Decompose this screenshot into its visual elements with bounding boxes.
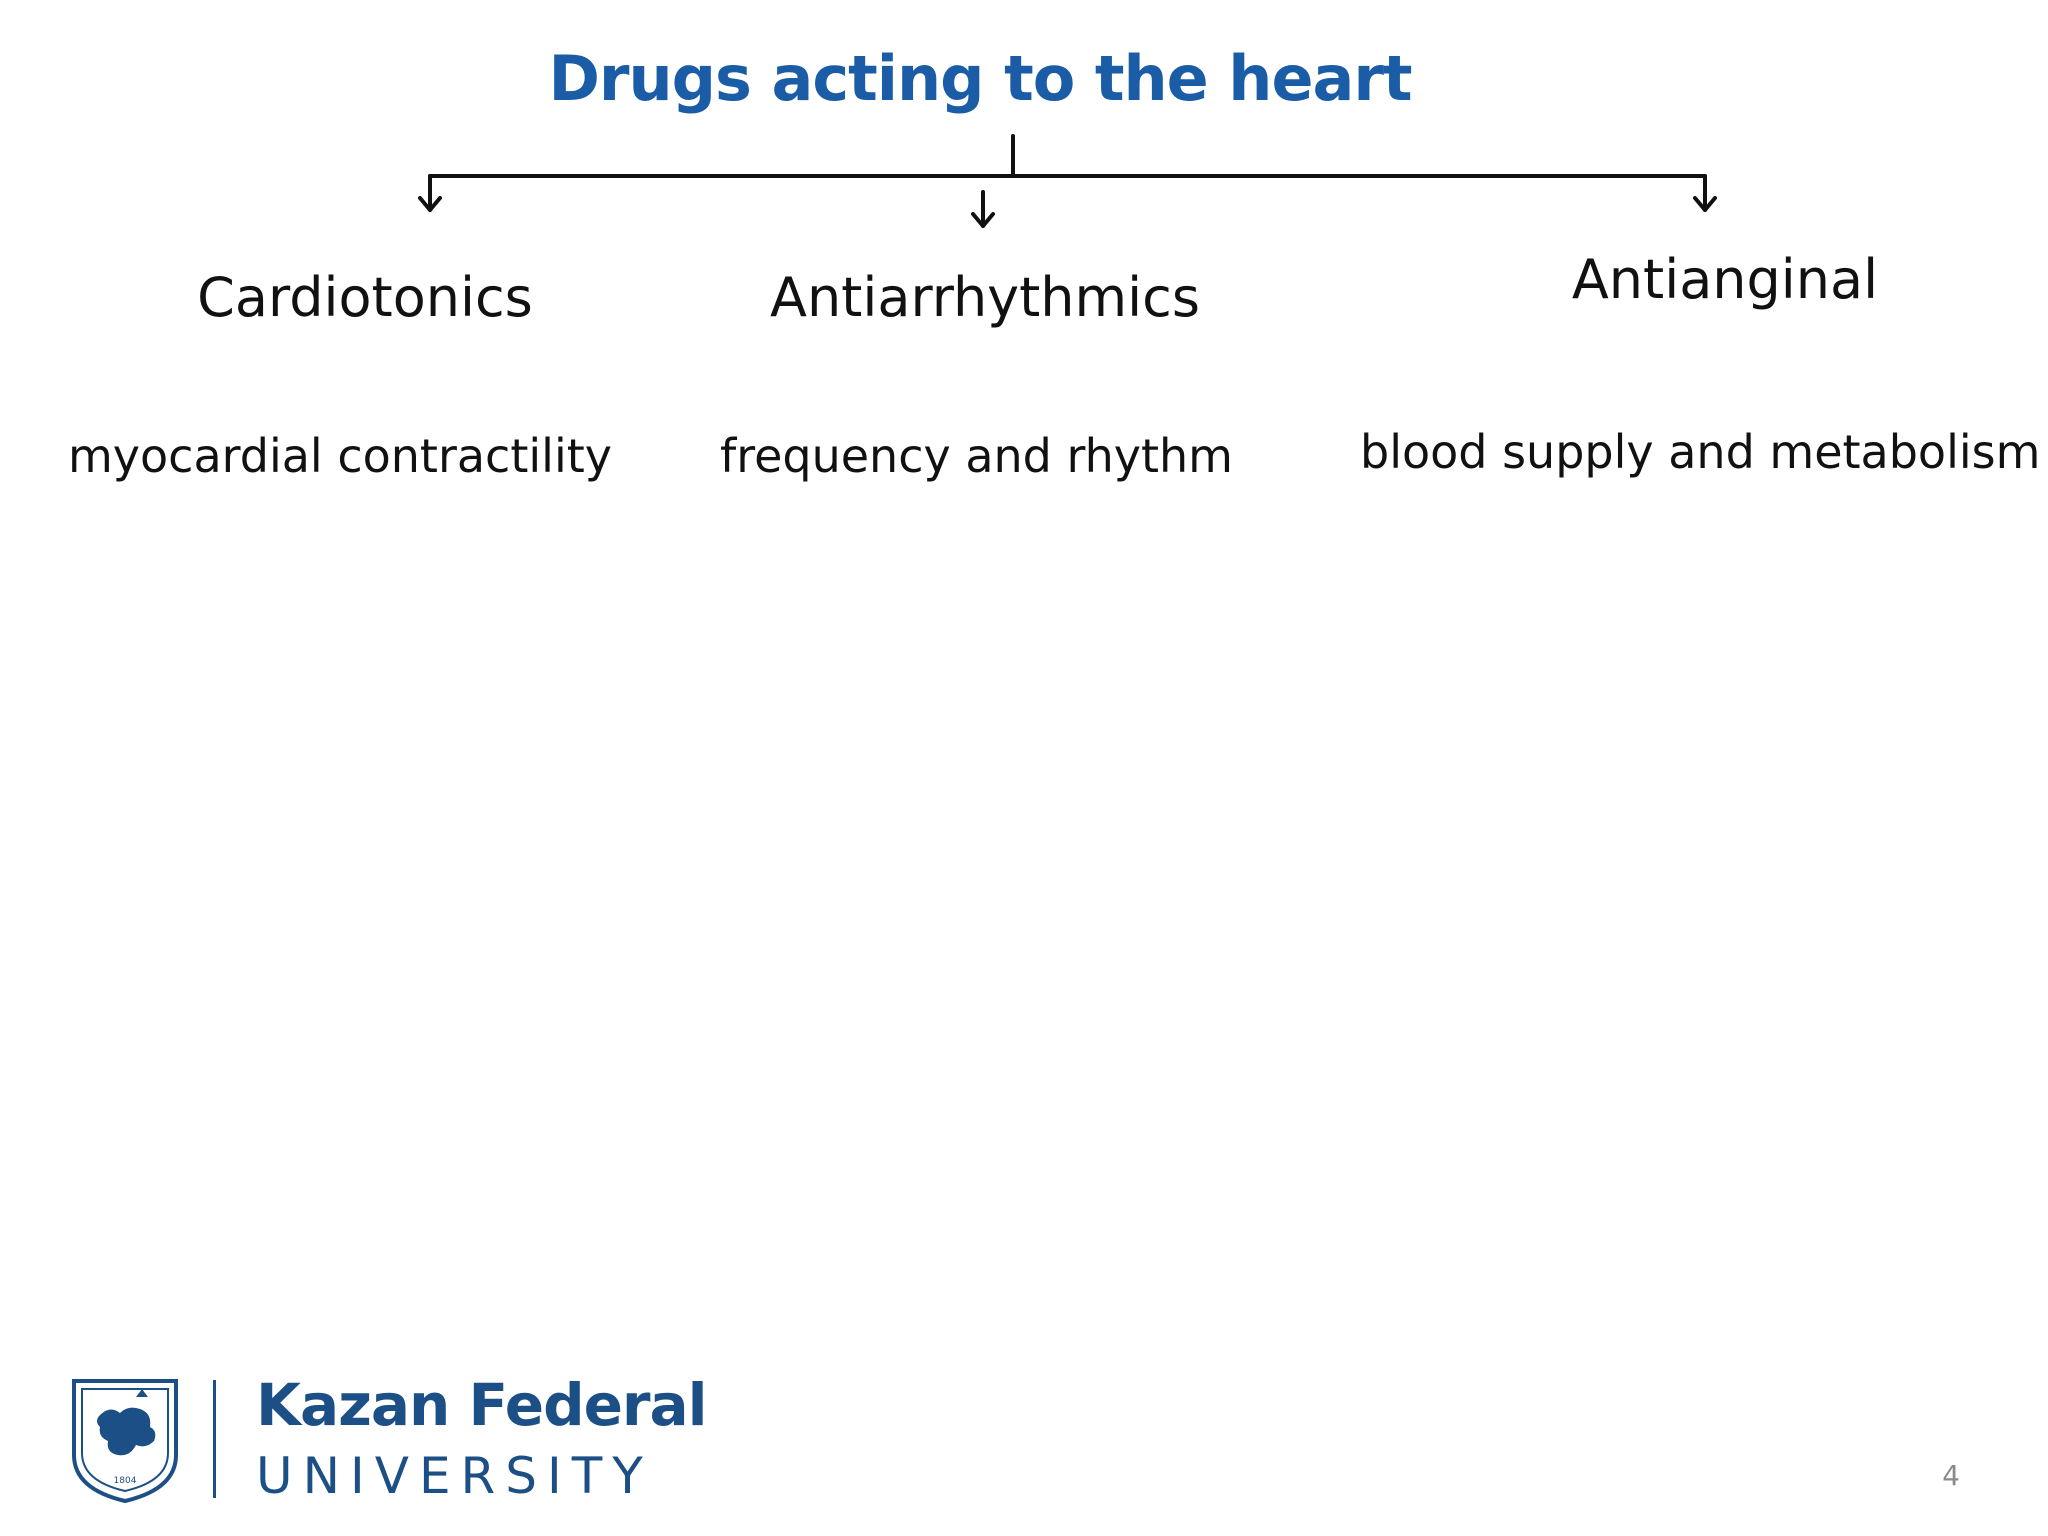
brand-name: Kazan Federal [256, 1371, 708, 1439]
page-number: 4 [1942, 1459, 1960, 1492]
arrowhead-right [1693, 196, 1717, 212]
dragon-icon [97, 1407, 156, 1456]
category-antianginal: Antianginal [1571, 248, 1879, 311]
arrowhead-left [418, 196, 442, 212]
description-antiarrhythmics: frequency and rhythm [720, 429, 1233, 483]
logo-divider [213, 1380, 216, 1498]
university-emblem: 1804 [72, 1379, 178, 1504]
arrowhead-middle [971, 212, 995, 228]
slide-title: Drugs acting to the heart [548, 42, 1412, 115]
tree-connectors [418, 134, 1717, 228]
category-antiarrhythmics: Antiarrhythmics [770, 266, 1200, 329]
brand-subtitle: UNIVERSITY [256, 1447, 653, 1505]
description-cardiotonics: myocardial contractility [68, 429, 612, 483]
emblem-year: 1804 [114, 1476, 137, 1486]
description-antianginal: blood supply and metabolism [1360, 425, 2041, 479]
category-cardiotonics: Cardiotonics [197, 266, 533, 329]
